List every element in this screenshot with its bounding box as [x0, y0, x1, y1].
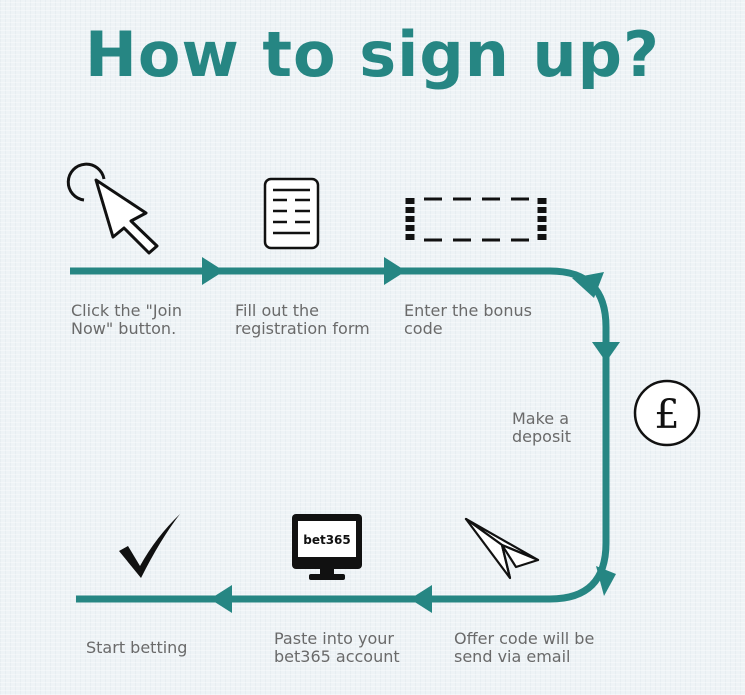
form-document-icon: [263, 177, 320, 250]
page-title: How to sign up?: [85, 18, 660, 91]
monitor-icon: bet365: [292, 514, 362, 580]
cursor-click-icon: [66, 162, 159, 255]
monitor-text: bet365: [303, 533, 351, 547]
arrow-head-7: [210, 585, 232, 613]
arrow-head-5: [596, 566, 616, 596]
flow-path: [70, 267, 610, 603]
arrow-head-2: [384, 257, 406, 285]
svg-text:£: £: [654, 392, 679, 438]
step-label-offer-email: Offer code will be send via email: [454, 629, 595, 666]
pound-coin-icon: £: [633, 379, 701, 447]
step-label-deposit: Make a deposit: [512, 409, 571, 446]
step-label-registration-form: Fill out the registration form: [235, 301, 370, 338]
step-label-paste-account: Paste into your bet365 account: [274, 629, 400, 666]
arrow-head-3: [572, 272, 604, 298]
arrow-head-4: [592, 342, 620, 362]
bonus-code-box-icon: [405, 197, 547, 242]
step-label-start-betting: Start betting: [86, 638, 188, 657]
step-label-click-join: Click the "Join Now" button.: [71, 301, 183, 338]
checkmark-icon: [119, 514, 180, 578]
arrow-head-6: [410, 585, 432, 613]
paper-plane-icon: [464, 517, 540, 580]
arrow-head-1: [202, 257, 224, 285]
step-label-bonus-code: Enter the bonus code: [404, 301, 532, 338]
